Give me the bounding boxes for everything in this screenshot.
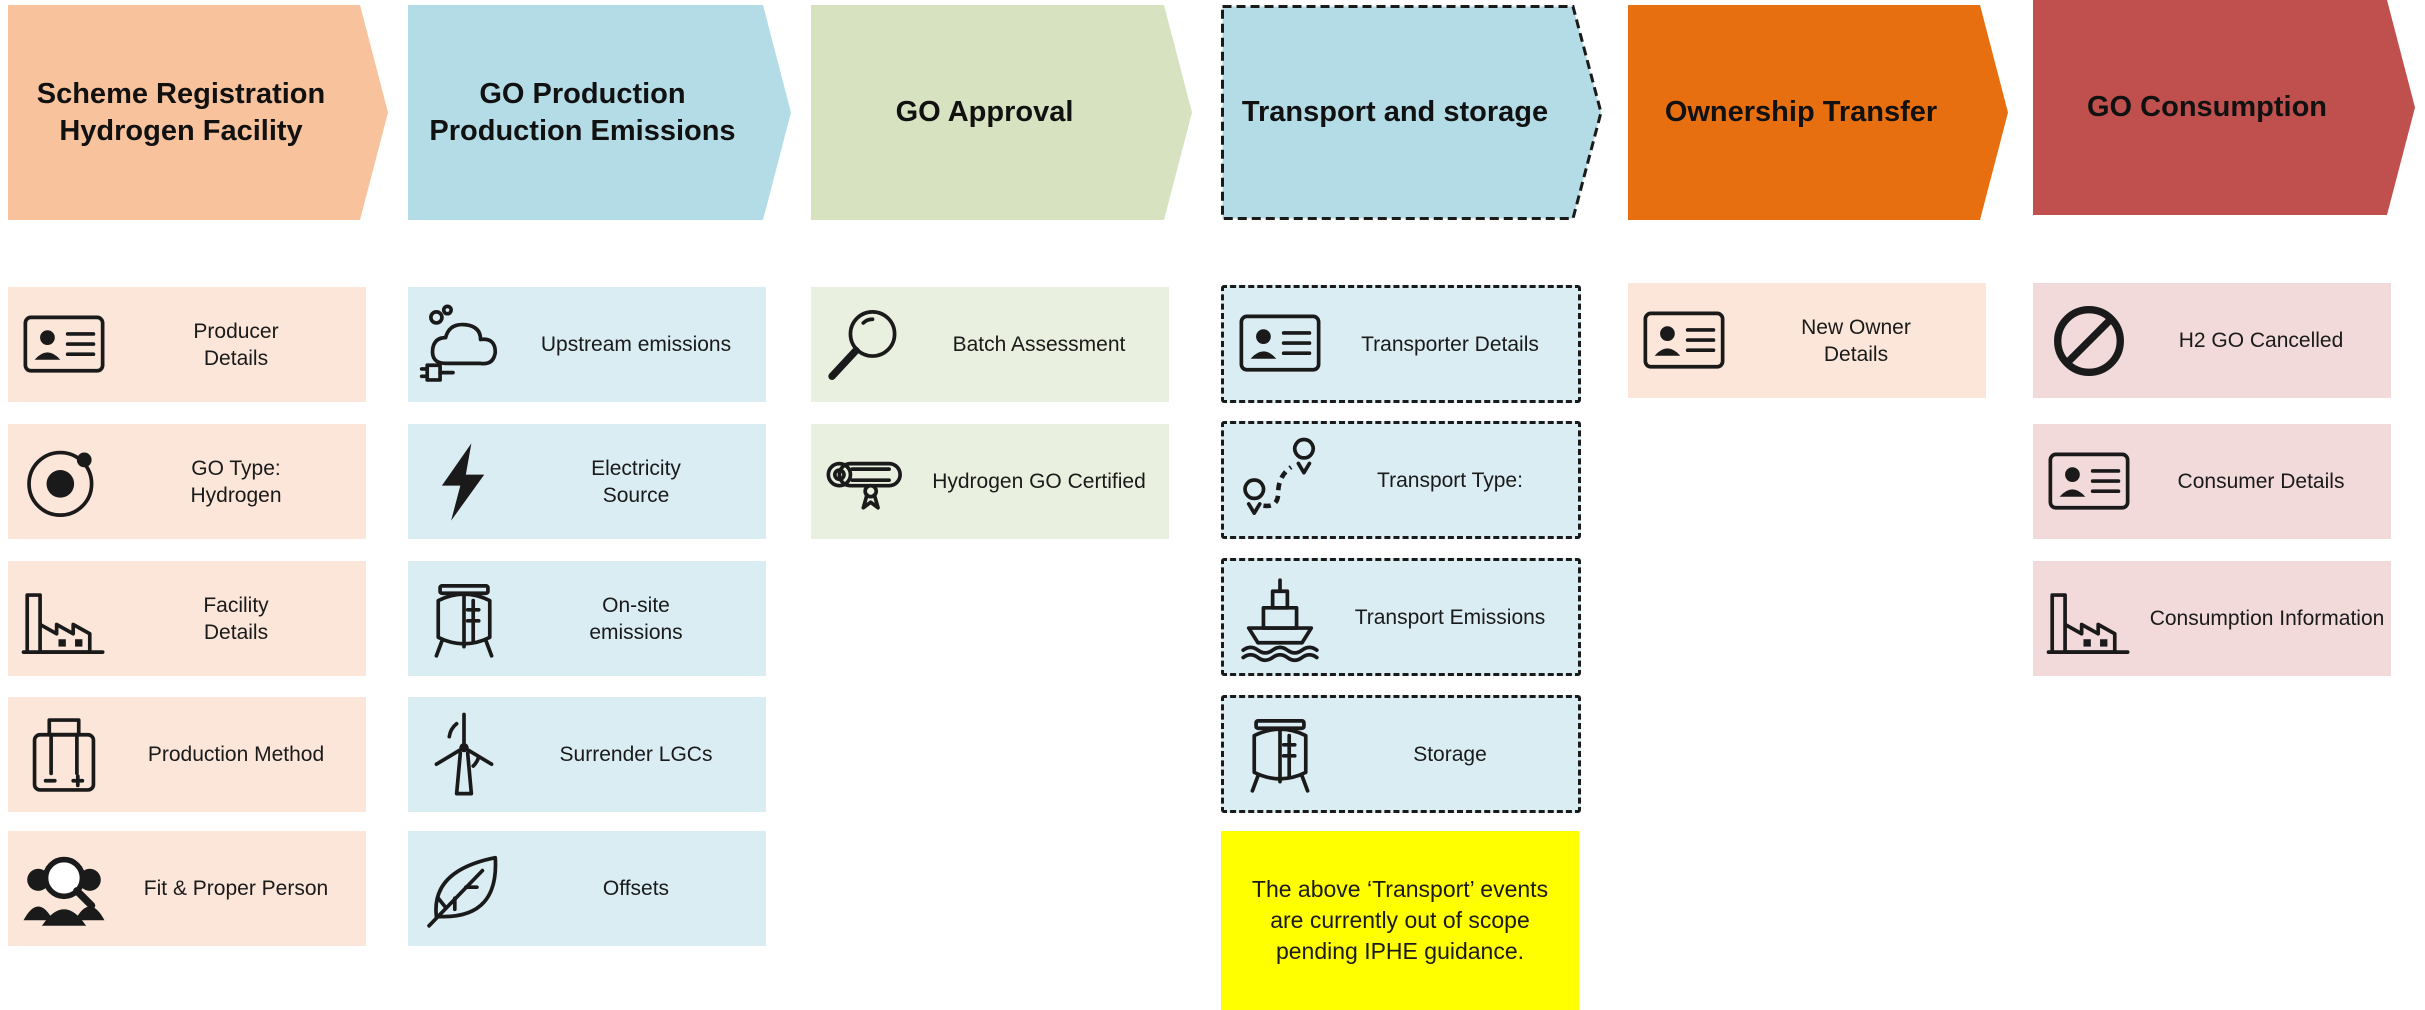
card-label: Transport Type: xyxy=(1377,468,1523,492)
card-transporter-details: Transporter Details xyxy=(1221,285,1581,403)
card-label: Transporter Details xyxy=(1361,332,1539,356)
header-go-consumption: GO Consumption xyxy=(2033,0,2415,215)
card-label: Production Method xyxy=(147,743,325,766)
leaf-icon xyxy=(408,831,520,946)
card-transport-emissions: Transport Emissions xyxy=(1221,558,1581,676)
header-title: Ownership Transfer xyxy=(1664,96,1938,128)
wind-turbine-icon xyxy=(408,697,520,812)
out-of-scope-note: The above ‘Transport’ events are current… xyxy=(1221,831,1579,1010)
header-title: Scheme Registration Hydrogen Facility xyxy=(36,77,326,147)
card-label: Electricity Source xyxy=(591,456,681,507)
cancelled-icon xyxy=(2033,283,2145,398)
card-label: Consumer Details xyxy=(2177,470,2345,493)
lightning-icon xyxy=(408,424,520,539)
card-label: Transport Emissions xyxy=(1354,605,1546,629)
header-dashed-chevron xyxy=(1221,5,1603,220)
card-storage: Storage xyxy=(1221,695,1581,813)
card-label: Facility Details xyxy=(203,593,269,644)
storage-tank-icon xyxy=(1224,698,1336,810)
id-card-icon xyxy=(1224,288,1336,400)
header-go-production: GO Production Production Emissions xyxy=(408,5,791,220)
header-title: Transport and storage xyxy=(1241,96,1549,128)
id-card-icon xyxy=(2033,424,2145,539)
card-label: Storage xyxy=(1413,742,1487,766)
header-title: GO Approval xyxy=(895,96,1074,128)
card-label: Batch Assessment xyxy=(952,333,1126,356)
header-ownership-transfer: Ownership Transfer xyxy=(1628,5,2008,220)
card-new-owner-details: New Owner Details xyxy=(1628,283,1986,398)
card-producer-details: Producer Details xyxy=(8,287,366,402)
storage-tank-icon xyxy=(408,561,520,676)
card-surrender-lgcs: Surrender LGCs xyxy=(408,697,766,812)
header-transport-storage: Transport and storage xyxy=(1221,5,1603,220)
id-card-icon xyxy=(1628,283,1740,398)
card-label: New Owner Details xyxy=(1801,315,1911,366)
factory-icon xyxy=(2033,561,2145,676)
certificate-scroll-icon xyxy=(811,424,923,539)
card-hydrogen-go-certified: Hydrogen GO Certified xyxy=(811,424,1169,539)
header-title: GO Consumption xyxy=(2086,91,2328,123)
card-label: Upstream emissions xyxy=(540,333,732,356)
card-consumption-information: Consumption Information xyxy=(2033,561,2391,676)
card-label: Surrender LGCs xyxy=(559,743,713,766)
card-label: Consumption Information xyxy=(2149,607,2385,630)
card-label: GO Type: Hydrogen xyxy=(190,456,282,507)
electrolyser-icon xyxy=(8,697,120,812)
header-title: GO Production Production Emissions xyxy=(429,77,736,147)
card-label: Fit & Proper Person xyxy=(143,877,329,900)
card-consumer-details: Consumer Details xyxy=(2033,424,2391,539)
card-label: Producer Details xyxy=(193,319,279,370)
card-go-type: GO Type: Hydrogen xyxy=(8,424,366,539)
factory-icon xyxy=(8,561,120,676)
card-label: On-site emissions xyxy=(589,593,683,644)
card-label: Hydrogen GO Certified xyxy=(932,470,1146,493)
hydrogen-atom-icon xyxy=(8,424,120,539)
emission-cloud-icon xyxy=(408,287,520,402)
route-pins-icon xyxy=(1224,424,1336,536)
card-onsite-emissions: On-site emissions xyxy=(408,561,766,676)
card-label: H2 GO Cancelled xyxy=(2178,329,2344,352)
ship-icon xyxy=(1224,561,1336,673)
header-go-approval: GO Approval xyxy=(811,5,1192,220)
person-search-icon xyxy=(8,831,120,946)
card-facility-details: Facility Details xyxy=(8,561,366,676)
card-batch-assessment: Batch Assessment xyxy=(811,287,1169,402)
card-label: Offsets xyxy=(602,877,670,900)
id-card-icon xyxy=(8,287,120,402)
card-production-method: Production Method xyxy=(8,697,366,812)
card-h2-go-cancelled: H2 GO Cancelled xyxy=(2033,283,2391,398)
card-fit-proper-person: Fit & Proper Person xyxy=(8,831,366,946)
magnifier-icon xyxy=(811,287,923,402)
card-electricity-source: Electricity Source xyxy=(408,424,766,539)
card-upstream-emissions: Upstream emissions xyxy=(408,287,766,402)
card-transport-type: Transport Type: xyxy=(1221,421,1581,539)
card-offsets: Offsets xyxy=(408,831,766,946)
header-scheme-registration: Scheme Registration Hydrogen Facility xyxy=(8,5,388,220)
